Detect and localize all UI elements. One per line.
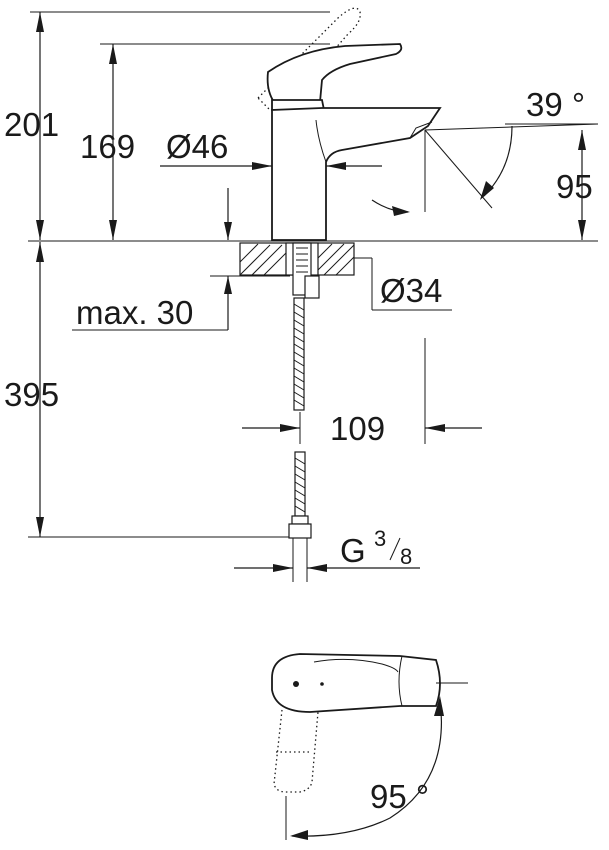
label-thread-numerator: 3 [374, 526, 386, 551]
dimension-g38-line [234, 564, 420, 572]
dimension-34-leader [354, 257, 452, 311]
flexible-hose-lower [288, 451, 312, 582]
dimension-46-arrows [160, 162, 382, 170]
top-view-indicator-dot [293, 681, 299, 687]
angle-39-geometry [424, 123, 599, 209]
dimension-169-line [109, 44, 117, 240]
label-109: 109 [330, 410, 385, 447]
spout-inner-line [315, 119, 327, 163]
dimension-max-30-arrows [72, 188, 290, 331]
label-diameter-46: Ø46 [166, 128, 228, 165]
dimension-201-line [36, 12, 44, 240]
spout-rotation-arrowhead [392, 206, 410, 216]
dimension-109-line [242, 338, 482, 444]
mounting-stud [292, 242, 320, 299]
spout-outlet [409, 121, 433, 139]
label-angle-95: 95 ° [370, 778, 429, 815]
faucet-handle [266, 43, 403, 103]
label-diameter-34: Ø34 [380, 272, 442, 309]
label-95: 95 [556, 168, 593, 205]
dimension-395-line [36, 242, 44, 537]
label-201: 201 [4, 106, 59, 143]
thread-fraction-bar [389, 537, 401, 561]
label-169: 169 [80, 128, 135, 165]
faucet-top-view [271, 653, 468, 840]
flexible-hose-upper [293, 297, 305, 411]
label-thread-denominator: 8 [400, 544, 412, 569]
top-view-small-dot [320, 682, 324, 686]
label-395: 395 [4, 376, 59, 413]
dimension-95-line [578, 130, 586, 240]
label-angle-39: 39 ° [526, 86, 585, 123]
label-max-30: max. 30 [76, 294, 193, 331]
label-thread-g: G [340, 532, 366, 569]
faucet-body [271, 107, 442, 241]
